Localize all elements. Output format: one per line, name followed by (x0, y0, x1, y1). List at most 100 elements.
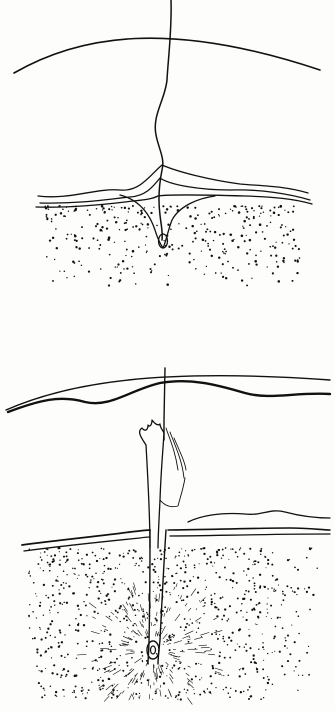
stipple-dot (267, 559, 269, 561)
stipple-dot (41, 559, 43, 561)
stipple-dot (211, 598, 213, 600)
stipple-dot (135, 641, 137, 643)
stipple-dot (59, 560, 60, 561)
stipple-dot (229, 605, 231, 607)
stipple-dot (219, 215, 220, 216)
stipple-dot (144, 216, 146, 218)
stipple-dot (105, 603, 107, 605)
stipple-dot (238, 211, 241, 214)
stipple-dot (59, 629, 61, 631)
stipple-dot (163, 551, 164, 552)
stipple-dot (293, 239, 295, 241)
stipple-dot (214, 562, 215, 563)
stipple-dot (58, 646, 60, 648)
radiating-stroke (132, 692, 134, 697)
stipple-dot (240, 668, 241, 669)
stipple-dot (175, 660, 177, 662)
stipple-dot (211, 255, 213, 257)
stipple-dot (55, 691, 57, 693)
stipple-dot (183, 561, 185, 563)
radiating-stroke (148, 593, 149, 601)
stipple-dot (34, 637, 36, 639)
stipple-dot (55, 694, 57, 696)
stipple-dot (253, 658, 255, 660)
stipple-dot (159, 584, 161, 586)
stipple-dot (262, 231, 264, 233)
stipple-dot (283, 235, 285, 237)
stipple-dot (104, 600, 106, 602)
stipple-dot (223, 689, 224, 690)
stipple-dot (40, 685, 42, 687)
stipple-dot (269, 209, 271, 211)
stipple-dot (308, 646, 309, 647)
stipple-dot (294, 670, 295, 671)
stipple-dot (239, 646, 241, 648)
stipple-dot (212, 665, 214, 667)
stipple-dot (173, 582, 175, 584)
stipple-dot (244, 673, 246, 675)
stipple-dot (246, 252, 248, 254)
stipple-dot (211, 217, 213, 219)
stipple-dot (128, 208, 130, 210)
stipple-dot (245, 619, 247, 621)
upper-surface-line-3 (36, 195, 312, 207)
stipple-dot (160, 589, 162, 591)
stipple-dot (81, 563, 83, 565)
stipple-dot (78, 247, 80, 249)
stipple-dot (191, 678, 193, 680)
stipple-dot (50, 606, 52, 608)
stipple-dot (275, 242, 276, 243)
stipple-dot (111, 206, 112, 207)
radiating-stroke (174, 641, 182, 644)
stipple-dot (97, 679, 99, 681)
stipple-dot (309, 609, 311, 611)
stipple-dot (221, 272, 222, 273)
radiating-stroke (173, 658, 180, 660)
stipple-dot (284, 594, 286, 596)
stipple-dot (134, 565, 135, 566)
stipple-dot (199, 622, 201, 624)
stipple-dot (54, 605, 55, 606)
stipple-dot (122, 609, 123, 610)
stipple-dot (45, 207, 48, 210)
stipple-dot (194, 217, 197, 220)
stipple-dot (163, 240, 164, 241)
lower-surface-main (22, 530, 150, 545)
stipple-dot (98, 685, 99, 686)
stipple-dot (52, 594, 54, 596)
stipple-dot (184, 571, 186, 573)
stipple-dot (102, 209, 103, 210)
stipple-dot (215, 272, 217, 274)
stipple-dot (210, 675, 212, 677)
stipple-dot (176, 205, 178, 207)
stipple-dot (96, 208, 98, 210)
stipple-dot (249, 249, 251, 251)
stipple-dot (136, 603, 137, 604)
stipple-dot (108, 208, 110, 210)
stipple-dot (259, 223, 262, 226)
stipple-dot (52, 558, 54, 560)
stipple-dot (275, 590, 276, 591)
stipple-dot (113, 691, 114, 692)
stipple-dot (104, 211, 106, 213)
stipple-dot (223, 675, 224, 676)
stipple-dot (281, 665, 283, 667)
stipple-dot (245, 208, 247, 210)
stipple-dot (280, 226, 282, 228)
stipple-dot (135, 283, 137, 285)
stipple-dot (238, 629, 240, 631)
stipple-dot (193, 259, 194, 260)
radiating-stroke (187, 639, 190, 640)
stipple-dot (137, 212, 139, 214)
stipple-dot (68, 585, 70, 587)
stipple-dot (135, 614, 137, 616)
stipple-dot (306, 591, 308, 593)
stipple-dot (306, 652, 308, 654)
stipple-dot (88, 247, 90, 249)
stipple-dot (201, 636, 202, 637)
stipple-dot (68, 211, 69, 212)
radiating-stroke (112, 684, 118, 690)
stipple-dot (75, 674, 77, 676)
radiating-stroke (92, 617, 95, 619)
stipple-dot (204, 605, 205, 606)
